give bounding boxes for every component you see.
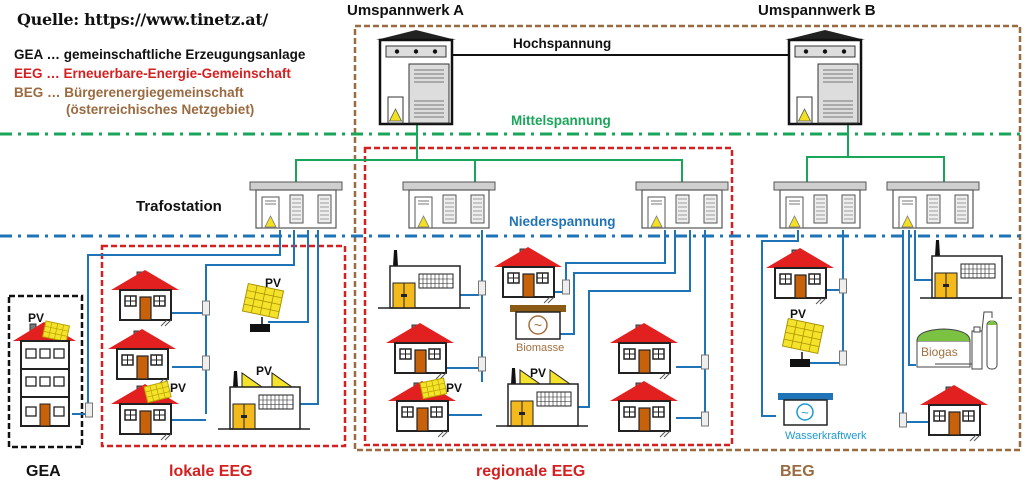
hydro-power-plant-icon: ~ — [778, 393, 833, 426]
biomass-plant-icon: ~ — [510, 305, 566, 340]
trafo-station-beg-1-icon — [773, 181, 867, 229]
house-regional-4-icon — [609, 380, 679, 438]
regional-eeg-border — [363, 146, 734, 447]
pv-label-regional-factory: PV — [530, 366, 546, 380]
factory-regional-icon — [377, 249, 471, 309]
hydro-label: Wasserkraftwerk — [785, 430, 867, 442]
high-voltage-label: Hochspannung — [513, 36, 611, 51]
group-label-beg: BEG — [780, 463, 815, 480]
medium-voltage-label: Mittelspannung — [511, 113, 611, 128]
gea-border — [7, 294, 84, 449]
biomass-label: Biomasse — [516, 342, 564, 354]
trafo-station-beg-2-icon — [886, 181, 980, 229]
substation-a-label: Umspannwerk A — [347, 2, 464, 19]
house-regional-2-icon — [385, 322, 455, 380]
house-local-2-icon — [107, 328, 177, 386]
low-voltage-label: Niederspannung — [509, 214, 616, 229]
pv-label-local-panel: PV — [265, 276, 281, 290]
pv-panel-local-icon — [241, 282, 285, 333]
medium-voltage-network — [295, 124, 945, 184]
legend-eeg: EEG … Erneuerbare-Energie-Gemeinschaft — [14, 66, 291, 81]
factory-pv-local-icon — [217, 370, 311, 430]
gea-apartment-building-icon — [13, 320, 76, 427]
house-local-1-icon — [110, 269, 180, 327]
group-label-local-eeg: lokale EEG — [169, 463, 253, 480]
house-regional-3-icon — [609, 322, 679, 380]
legend-gea: GEA … gemeinschaftliche Erzeugungsanlage — [14, 47, 306, 62]
biogas-plant-icon — [916, 311, 998, 370]
substation-b-label: Umspannwerk B — [758, 2, 876, 19]
trafo-station-regional-1-icon — [402, 181, 496, 229]
group-label-regional-eeg: regionale EEG — [476, 463, 585, 480]
trafo-station-regional-2-icon — [635, 181, 729, 229]
factory-beg-icon — [919, 239, 1013, 299]
substation-b-icon — [783, 28, 867, 126]
legend-beg: BEG … Bürgerenergiegemeinschaft — [14, 85, 244, 100]
house-local-pv-icon — [110, 380, 180, 441]
pv-panel-beg-icon — [781, 317, 825, 368]
source-label: Quelle: https://www.tinetz.at/ — [17, 10, 268, 29]
low-voltage-network — [72, 230, 936, 423]
pv-label-local-house: PV — [170, 381, 186, 395]
legend-beg-note: (österreichisches Netzgebiet) — [66, 102, 254, 117]
house-beg-1-icon — [765, 247, 835, 305]
beg-border — [353, 24, 1022, 452]
pv-label-regional-house: PV — [446, 381, 462, 395]
trafo-station-local-icon — [249, 181, 343, 229]
house-regional-1-icon — [493, 246, 563, 304]
biogas-label: Biogas — [921, 345, 958, 359]
svg-text:~: ~ — [801, 405, 809, 420]
legend: GEA … gemeinschaftliche Erzeugungsanlage… — [14, 47, 306, 117]
pv-label-gea: PV — [28, 311, 44, 325]
local-eeg-border — [100, 244, 347, 448]
trafostation-label: Trafostation — [136, 198, 222, 215]
pv-label-beg: PV — [790, 307, 806, 321]
svg-text:~: ~ — [534, 317, 542, 333]
group-label-gea: GEA — [26, 463, 61, 480]
pv-label-local-factory: PV — [256, 364, 272, 378]
house-beg-2-icon — [919, 384, 989, 442]
substation-a-icon — [374, 28, 458, 126]
